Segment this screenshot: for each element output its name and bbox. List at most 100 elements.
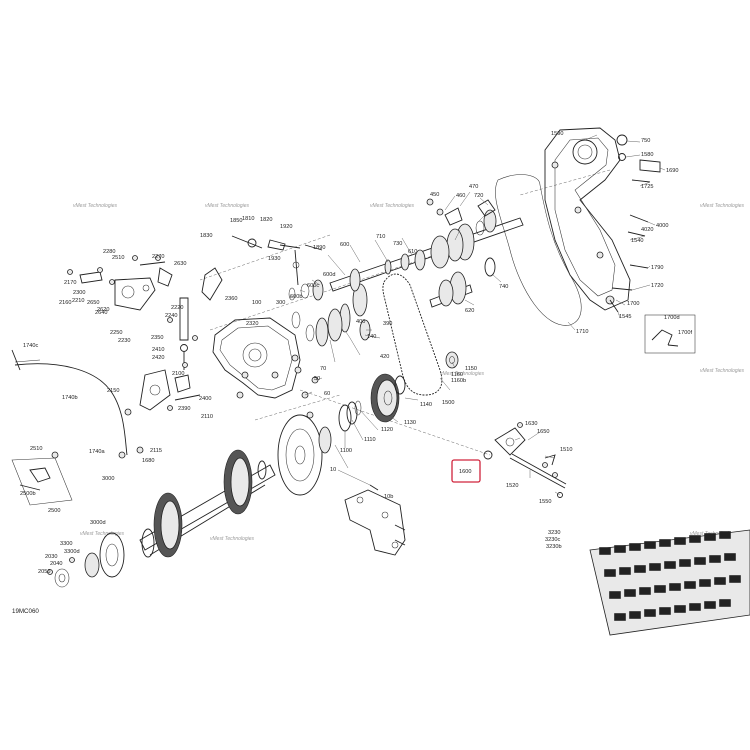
part-label: 1850 xyxy=(230,218,242,224)
part-label: 1820 xyxy=(260,217,272,223)
part-label: 1890 xyxy=(313,245,325,251)
part-label: 1520 xyxy=(506,483,518,489)
part-label: 2360 xyxy=(225,296,237,302)
part-label: 2250 xyxy=(110,330,122,336)
part-label: 2500b xyxy=(20,491,36,497)
watermark-8: vMest Technologies xyxy=(210,536,255,542)
part-label: 10 xyxy=(330,467,336,473)
highlight-box-1600 xyxy=(451,459,481,483)
cover-gasket xyxy=(495,174,582,326)
part-label: 2150 xyxy=(107,388,119,394)
part-label: 3300d xyxy=(64,549,80,555)
part-label: 3230 xyxy=(548,530,560,536)
part-label: 2040 xyxy=(50,561,62,567)
part-label: 2100 xyxy=(172,371,184,377)
part-label: 1740a xyxy=(89,449,105,455)
part-label: 600b xyxy=(290,294,302,300)
part-label: 1725 xyxy=(641,184,653,190)
part-label: 3230c xyxy=(545,537,560,543)
part-label: 730 xyxy=(393,241,402,247)
part-label: 1790 xyxy=(651,265,663,271)
gear-stack-lower xyxy=(429,257,496,308)
drive-sprocket-2 xyxy=(223,449,253,515)
part-label: 2280 xyxy=(103,249,115,255)
part-label: 1590 xyxy=(551,131,563,137)
part-label: 460 xyxy=(456,193,465,199)
part-label: 2030 xyxy=(45,554,57,560)
part-label: 3000 xyxy=(102,476,114,482)
support-bracket xyxy=(344,484,406,556)
part-label: 2510 xyxy=(30,446,42,452)
part-label: 70 xyxy=(320,366,326,372)
part-label: 2160 xyxy=(59,300,71,306)
part-label: 1830 xyxy=(200,233,212,239)
part-label: 3000d xyxy=(90,520,106,526)
part-label: 2320 xyxy=(246,321,258,327)
brake-disc xyxy=(277,414,332,496)
gearbox-housing xyxy=(212,317,301,399)
part-label: 2270 xyxy=(152,254,164,260)
part-label: 710 xyxy=(376,234,385,240)
track-section xyxy=(589,529,750,636)
part-label: 1740b xyxy=(62,395,78,401)
part-label: 1700 xyxy=(627,301,639,307)
drive-chain xyxy=(382,273,443,396)
part-label: 1630 xyxy=(525,421,537,427)
part-label: 100 xyxy=(252,300,261,306)
lower-sprocket xyxy=(370,373,406,423)
watermark-3: vMest Technologies xyxy=(370,203,415,209)
part-label: 1810 xyxy=(242,216,254,222)
part-label: 1580 xyxy=(641,152,653,158)
highlighted-part-label[interactable]: 1600 xyxy=(459,469,471,475)
part-label: 1130 xyxy=(404,420,416,426)
part-label: 60 xyxy=(324,391,330,397)
part-label: 1720 xyxy=(651,283,663,289)
part-label: 2300 xyxy=(73,290,85,296)
part-label: 1930 xyxy=(268,256,280,262)
part-label: 1110 xyxy=(364,437,376,443)
part-label: 600d xyxy=(323,272,335,278)
part-label: 3230b xyxy=(546,544,562,550)
gear-shaft-assembly xyxy=(288,209,524,347)
part-label: 2510 xyxy=(112,255,124,261)
part-label: 1550 xyxy=(539,499,551,505)
part-label: 450 xyxy=(430,192,439,198)
part-label: 1545 xyxy=(619,314,631,320)
leader-lines xyxy=(289,134,666,496)
upper-sprocket-1150 xyxy=(445,351,459,369)
part-label: 1710 xyxy=(576,329,588,335)
part-label: 1740c xyxy=(23,343,38,349)
part-label: 1500 xyxy=(442,400,454,406)
gear-stack-middle xyxy=(288,268,371,347)
chain-tensioner xyxy=(483,427,567,498)
part-label: 740 xyxy=(499,284,508,290)
shift-mechanism xyxy=(79,261,201,411)
shift-lever-assembly xyxy=(201,235,323,301)
part-label: 3300 xyxy=(60,541,72,547)
part-label: 2220 xyxy=(171,305,183,311)
part-label: 400 xyxy=(356,319,365,325)
part-label: 2630 xyxy=(174,261,186,267)
washers-lower xyxy=(338,400,362,432)
part-label: 2500 xyxy=(48,508,60,514)
part-label: 1120 xyxy=(381,427,393,433)
watermark-6: vMest Technologies xyxy=(700,368,745,374)
part-label: 1700f xyxy=(678,330,692,336)
part-label: 720 xyxy=(474,193,483,199)
part-label: 10b xyxy=(384,494,393,500)
part-label: 750 xyxy=(641,138,650,144)
figure-code: 19MC060 xyxy=(12,608,39,615)
part-label: 300 xyxy=(276,300,285,306)
part-label: 420 xyxy=(380,354,389,360)
part-label: 2400 xyxy=(199,396,211,402)
part-label: 1700d xyxy=(664,315,680,321)
part-label: 2640 xyxy=(95,310,107,316)
part-label: 600c xyxy=(307,283,319,289)
part-label: 2410 xyxy=(152,347,164,353)
part-label: 2420 xyxy=(152,355,164,361)
gear-stack-upper xyxy=(384,209,497,275)
part-label: 1650 xyxy=(537,429,549,435)
watermark-4: vMest Technologies xyxy=(700,203,745,209)
part-label: 2110 xyxy=(201,414,213,420)
part-label: 4020 xyxy=(641,227,653,233)
